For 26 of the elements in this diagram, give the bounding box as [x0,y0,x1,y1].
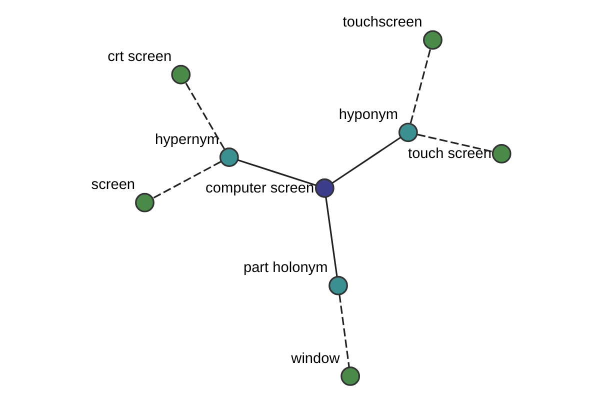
connector [409,48,431,124]
node-label: screen [90,177,135,194]
node-label: touchscreen [342,14,422,31]
node-label: part holonym [242,260,328,276]
connector [152,161,221,200]
node-circle [134,192,154,212]
connector [331,136,401,184]
connector [338,294,350,368]
connector [416,134,493,153]
node-circle [398,122,418,142]
node-circle [340,366,360,386]
node-circle [491,144,511,164]
connector [324,197,338,276]
node-label: window [290,350,340,367]
node-label: crt screen [107,49,172,66]
node-label: hypernym [154,132,219,148]
connector [184,82,225,150]
node-label: touch screen [408,146,492,162]
node-circle [218,148,238,167]
node-label: hyponym [338,106,398,123]
node-circle [314,178,334,198]
node-circle [422,30,442,50]
connector [236,159,316,186]
node-circle [170,64,190,84]
node-circle [328,276,348,296]
node-label: computer screen [205,180,314,196]
